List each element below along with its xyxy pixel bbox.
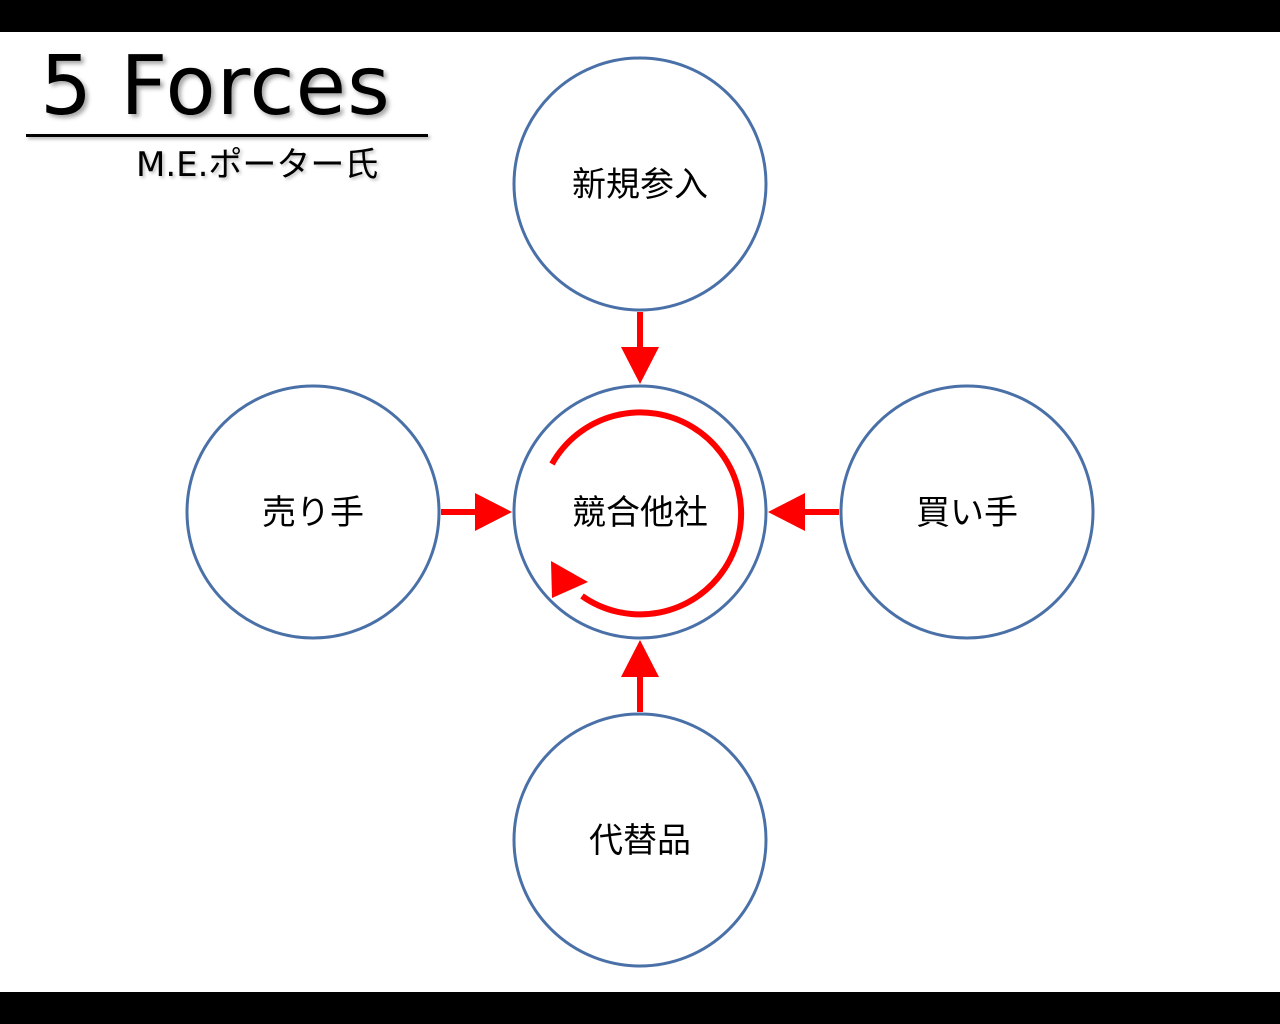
slide-subtitle: M.E.ポーター氏: [136, 145, 379, 185]
arrow-top-to-center: [621, 312, 659, 384]
arrow-right-to-center: [768, 493, 839, 531]
node-label-top: 新規参入: [572, 165, 708, 205]
top-frame-bar: [0, 0, 1280, 32]
node-label-center: 競合他社: [572, 493, 708, 533]
rivalry-cycle-arrowhead: [551, 561, 588, 598]
node-circle-bottom: [512, 712, 768, 968]
node-label-right: 買い手: [916, 493, 1018, 533]
node-circle-center: [512, 384, 768, 640]
slide-title: 5 Forces: [40, 39, 391, 134]
arrow-bottom-to-center: [621, 640, 659, 712]
node-circle-right: [839, 384, 1095, 640]
node-label-left: 売り手: [262, 493, 364, 533]
bottom-frame-bar: [0, 992, 1280, 1024]
title-underline: [26, 134, 428, 137]
node-circle-left: [185, 384, 441, 640]
arrow-left-to-center: [441, 493, 512, 531]
node-circle-top: [512, 56, 768, 312]
rivalry-cycle-arrow: [549, 409, 745, 618]
node-label-bottom: 代替品: [589, 821, 691, 861]
